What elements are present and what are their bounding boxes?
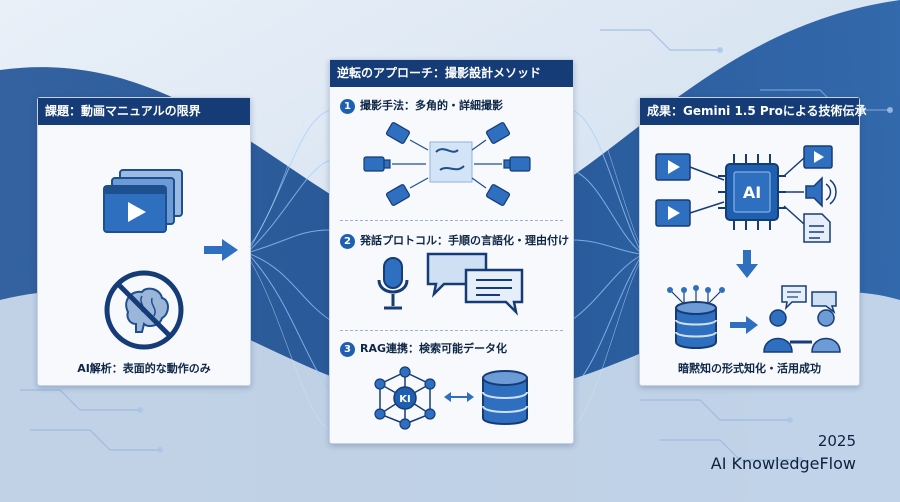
kg-node-label: KI: [399, 394, 410, 405]
speech-bubbles-icon: [426, 252, 524, 316]
microphone-icon: [377, 257, 409, 310]
footer-year: 2025: [817, 432, 856, 450]
ai-chip-label: AI: [743, 183, 761, 202]
result-panel-title: 成果：Gemini 1.5 Proによる技術伝承: [640, 98, 866, 125]
step-3: 3 RAG連携：検索可能データ化: [340, 340, 507, 357]
method-panel-title: 逆転のアプローチ：撮影設計メソッド: [330, 60, 573, 87]
step-2: 2 発話プロトコル：手順の言語化・理由付け: [340, 232, 569, 249]
arrow-right-icon: [204, 239, 238, 261]
result-caption: 暗黙知の形式知化・活用成功: [678, 362, 821, 375]
problem-panel-title: 課題：動画マニュアルの限界: [38, 98, 250, 125]
step-1: 1 撮影手法：多角的・詳細撮影: [340, 97, 503, 114]
step-2-number: 2: [340, 233, 355, 249]
no-brain-icon: [104, 270, 184, 350]
step-divider: [340, 330, 563, 331]
footer-brand: AI KnowledgeFlow: [710, 454, 856, 473]
ai-chip-icon: AI: [655, 145, 837, 243]
step-divider: [340, 220, 563, 221]
problem-panel: 課題：動画マニュアルの限界 AI解析：表面的な動作のみ: [37, 97, 251, 386]
knowledge-transfer-icon: [667, 285, 841, 353]
database-icon: [482, 370, 528, 425]
step-3-label: RAG連携：検索可能データ化: [360, 342, 508, 355]
multi-camera-icon: [363, 122, 531, 206]
bidirectional-arrow-icon: [444, 392, 474, 402]
video-stack-icon: [103, 169, 183, 233]
method-panel: 逆転のアプローチ：撮影設計メソッド 1 撮影手法：多角的・詳細撮影 2 発話プロトコ…: [329, 59, 574, 444]
step-1-number: 1: [340, 98, 355, 114]
step-2-label: 発話プロトコル：手順の言語化・理由付け: [360, 234, 569, 247]
problem-caption: AI解析：表面的な動作のみ: [77, 362, 211, 375]
step-3-number: 3: [340, 341, 355, 357]
knowledge-graph-icon: KI: [374, 366, 436, 430]
step-1-label: 撮影手法：多角的・詳細撮影: [360, 99, 503, 112]
result-panel: 成果：Gemini 1.5 Proによる技術伝承 AI: [639, 97, 866, 386]
arrow-down-icon: [736, 250, 758, 278]
